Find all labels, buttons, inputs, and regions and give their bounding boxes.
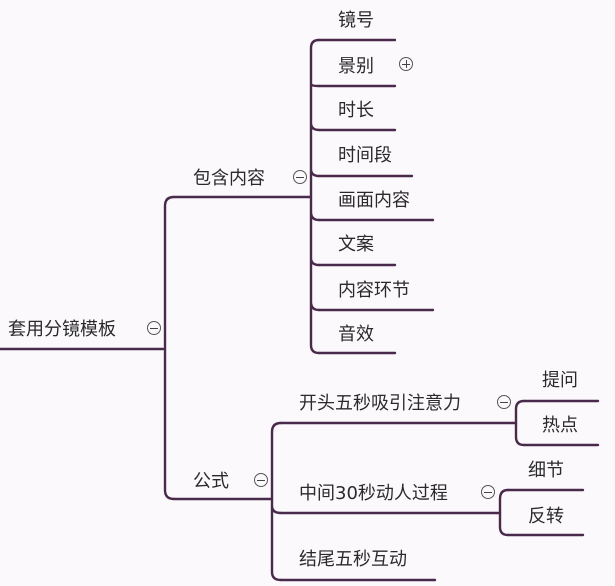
expand-icon[interactable] (399, 57, 413, 71)
content-item[interactable]: 文案 (338, 234, 374, 255)
content-item[interactable]: 音效 (338, 324, 374, 345)
formula-item[interactable]: 中间30秒动人过程 (299, 483, 448, 504)
formula-spine (270, 421, 283, 582)
collapse-icon[interactable] (147, 321, 161, 335)
formula-subitem[interactable]: 细节 (528, 460, 564, 481)
sub-spine (514, 399, 526, 447)
content-item[interactable]: 内容环节 (338, 280, 410, 301)
content-spine (309, 38, 321, 355)
collapse-icon[interactable] (497, 395, 511, 409)
collapse-icon[interactable] (254, 473, 268, 487)
content-item[interactable]: 时间段 (338, 145, 392, 166)
formula-subitem[interactable]: 提问 (542, 370, 578, 391)
formula-subitem[interactable]: 热点 (542, 415, 578, 436)
sub-spine (498, 488, 510, 537)
formula-item[interactable]: 结尾五秒互动 (299, 549, 407, 570)
collapse-icon[interactable] (481, 485, 495, 499)
collapse-icon[interactable] (293, 170, 307, 184)
root-spine (163, 195, 176, 501)
branch-content-topic[interactable]: 包含内容 (193, 168, 265, 189)
content-item[interactable]: 时长 (338, 100, 374, 121)
root-topic[interactable]: 套用分镜模板 (8, 319, 116, 340)
content-item[interactable]: 镜号 (338, 10, 374, 31)
formula-item[interactable]: 开头五秒吸引注意力 (299, 393, 461, 414)
content-item[interactable]: 画面内容 (338, 190, 410, 211)
content-item[interactable]: 景别 (338, 56, 374, 77)
formula-subitem[interactable]: 反转 (528, 506, 564, 527)
branch-formula-topic[interactable]: 公式 (193, 471, 229, 492)
